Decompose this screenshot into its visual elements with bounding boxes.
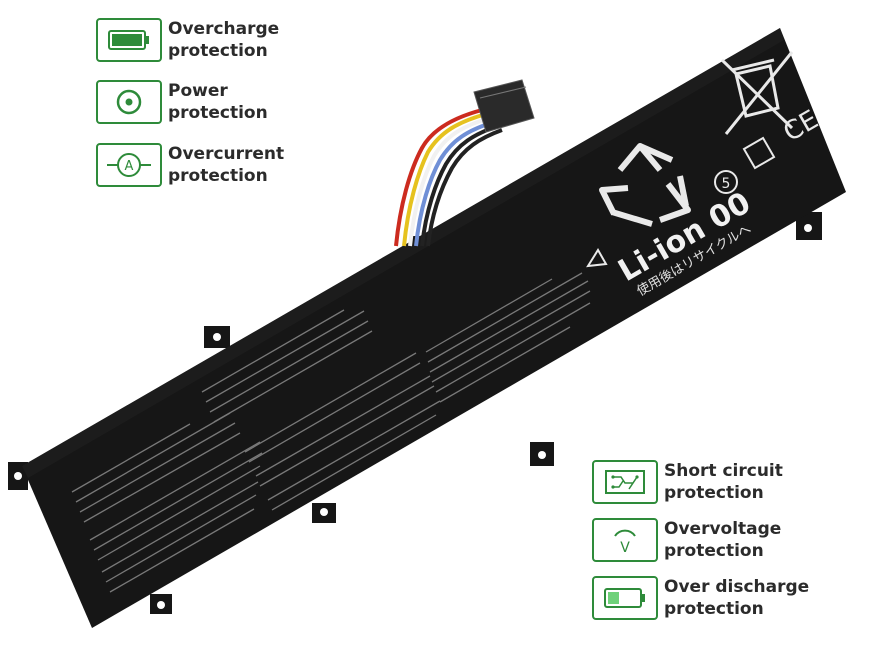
- cable-connector: [394, 79, 535, 247]
- svg-text:5: 5: [722, 176, 731, 192]
- feature-short-circuit-label: Short circuit protection: [664, 461, 783, 503]
- feature-overcurrent: A Overcurrent protection: [96, 143, 284, 187]
- svg-text:V: V: [620, 540, 630, 556]
- spec-text-block: [71, 272, 591, 593]
- feature-overcurrent-label: Overcurrent protection: [168, 144, 285, 186]
- feature-over-discharge-label: Over discharge protection: [664, 577, 810, 619]
- feature-over-discharge: Over discharge protection: [592, 576, 809, 620]
- warning-icon: [586, 248, 608, 268]
- circuit-board-icon: [605, 470, 645, 494]
- ammeter-icon: A: [107, 153, 151, 177]
- recycle-icon: [599, 143, 691, 227]
- feature-overvoltage: V Overvoltage protection: [592, 518, 781, 562]
- feature-power: Power protection: [96, 80, 268, 124]
- weee-bin-icon: [720, 51, 794, 135]
- feature-overvoltage-label: Overvoltage protection: [664, 519, 782, 561]
- compliance-symbols: 5: [714, 136, 776, 194]
- feature-overcharge: Overcharge protection: [96, 18, 279, 62]
- battery-full-icon: [108, 30, 149, 50]
- feature-overcharge-label: Overcharge protection: [168, 19, 280, 61]
- svg-text:A: A: [125, 159, 134, 174]
- power-ring-icon: [116, 89, 142, 115]
- feature-power-label: Power protection: [168, 81, 268, 123]
- voltmeter-icon: V: [614, 529, 636, 556]
- battery-low-icon: [604, 588, 645, 608]
- feature-short-circuit: Short circuit protection: [592, 460, 783, 504]
- battery-body: [22, 28, 846, 628]
